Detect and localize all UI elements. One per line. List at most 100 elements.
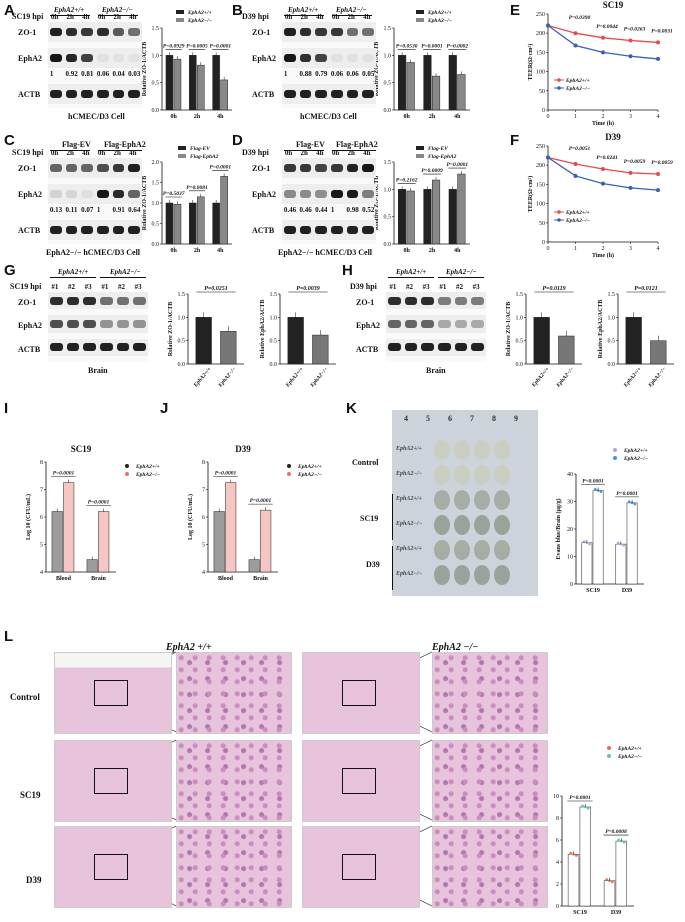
brain-specimen [454,440,470,460]
blot-row-label: ACTB [252,226,275,235]
protein-band [81,54,93,62]
legend-label: Flag-EV [428,146,449,152]
lane-label: 4h [316,13,324,21]
bar [615,543,627,585]
y-tick-label: 1.5 [384,26,392,32]
y-tick-label: 0.5 [152,222,160,228]
bar [98,511,110,573]
y-tick-label: 4 [202,570,205,576]
protein-band [112,28,125,36]
p-value: P=0.0241 [596,155,618,161]
legend-swatch [178,154,186,158]
panel-label-g: G [4,262,16,279]
panel-label-k: K [346,400,357,417]
x-tick-label: 4h [217,114,224,120]
protein-band [299,28,312,36]
y-tick-label: 200 [536,31,545,37]
lane-label: #1 [51,283,59,291]
cell-label: hCMEC/D3 Cell [300,112,357,121]
bar [457,173,466,245]
bar [406,62,415,111]
p-value: P=0.0929 [163,43,185,49]
legend-label: EphA2−/− [135,472,160,478]
histology-zoom [176,740,292,822]
x-tick-label: 1 [574,246,577,252]
protein-band [50,320,63,328]
brain-specimen [434,540,450,560]
protein-band [65,90,78,98]
wt-header: EphA2+/+ [58,268,89,276]
data-point [581,804,584,808]
band-ratio: 0.11 [65,206,78,214]
p-value: P=0.0001 [210,43,232,49]
band-ratio: 0.06 [330,70,344,78]
header-underline [332,15,372,16]
blot-row-label: ZO-1 [252,28,271,37]
genotype-label: EphA2−/− [396,471,423,477]
histology-zoom [432,740,548,822]
protein-band [83,343,96,352]
protein-band [346,90,359,98]
tissue-label: Brain [426,366,446,375]
y-tick-label: 1.5 [516,292,524,298]
lane-label: #3 [134,283,142,291]
header-underline [332,150,376,151]
p-value: P=0.0039 [296,286,320,292]
lane-label: 2h [66,13,74,21]
y-tick-label: 8 [556,816,559,822]
genotype-label: EphA2+/+ [396,496,422,502]
header-underline [284,150,324,151]
blot-strip [48,315,148,333]
x-tick-label: 0 [547,246,550,252]
data-point [573,43,578,48]
data-point [616,541,620,545]
y-tick-label: 1.5 [608,292,616,298]
panel-label-c: C [4,132,15,149]
brain-specimen [494,565,510,585]
ruler-number: 8 [492,414,496,423]
lane-label: #2 [118,283,125,291]
header-underline [388,277,434,278]
y-tick-label: 30 [567,500,573,506]
y-tick-label: 8 [40,460,43,466]
legend-swatch [613,448,617,452]
y-axis-label: Relative ZO-1/ACTB [142,42,148,97]
y-tick-label: 200 [536,163,545,169]
y-tick-label: 7 [40,488,43,494]
legend-label: EphA2−/− [427,18,452,24]
y-tick-label: 1.0 [384,187,392,193]
x-tick-label: EphA2+/+ [622,366,642,389]
x-tick-label: 3 [629,246,632,252]
zoom-region-box [342,680,376,706]
y-axis-label: Relative EphA2/ACTB [260,300,266,359]
genotype-label: EphA2+/+ [396,446,422,452]
bar [213,511,225,573]
y-tick-label: 100 [536,202,545,208]
y-axis-label: Evans blue/Brain (μg/g) [555,498,562,559]
y-tick-label: 5 [40,543,43,549]
band-ratio: 0.03 [128,70,141,78]
protein-band [128,90,140,98]
protein-band [81,226,93,234]
data-point [601,167,605,172]
y-tick-label: 8 [202,460,205,466]
y-tick-label: 20 [567,527,573,533]
wt-header: EphA2+/+ [396,268,427,276]
band-ratio: 0.92 [65,70,78,78]
wt-header: EphA2+/+ [288,6,319,14]
brain-specimen [494,490,510,510]
x-tick-label: 0h [170,248,177,254]
x-tick-label: 0h [403,248,410,254]
protein-band [97,226,109,234]
band-ratio: 0.13 [49,206,63,214]
ko-header: EphA2−/− [102,6,133,14]
p-value: P=0.0251 [204,286,228,292]
blot-strip [48,220,142,240]
zoom-region-box [94,768,128,794]
brain-specimen [454,565,470,585]
protein-band [346,226,359,234]
bar [533,317,550,365]
protein-band [421,343,434,352]
brain-specimen [434,565,450,585]
blot-strip [48,292,148,310]
